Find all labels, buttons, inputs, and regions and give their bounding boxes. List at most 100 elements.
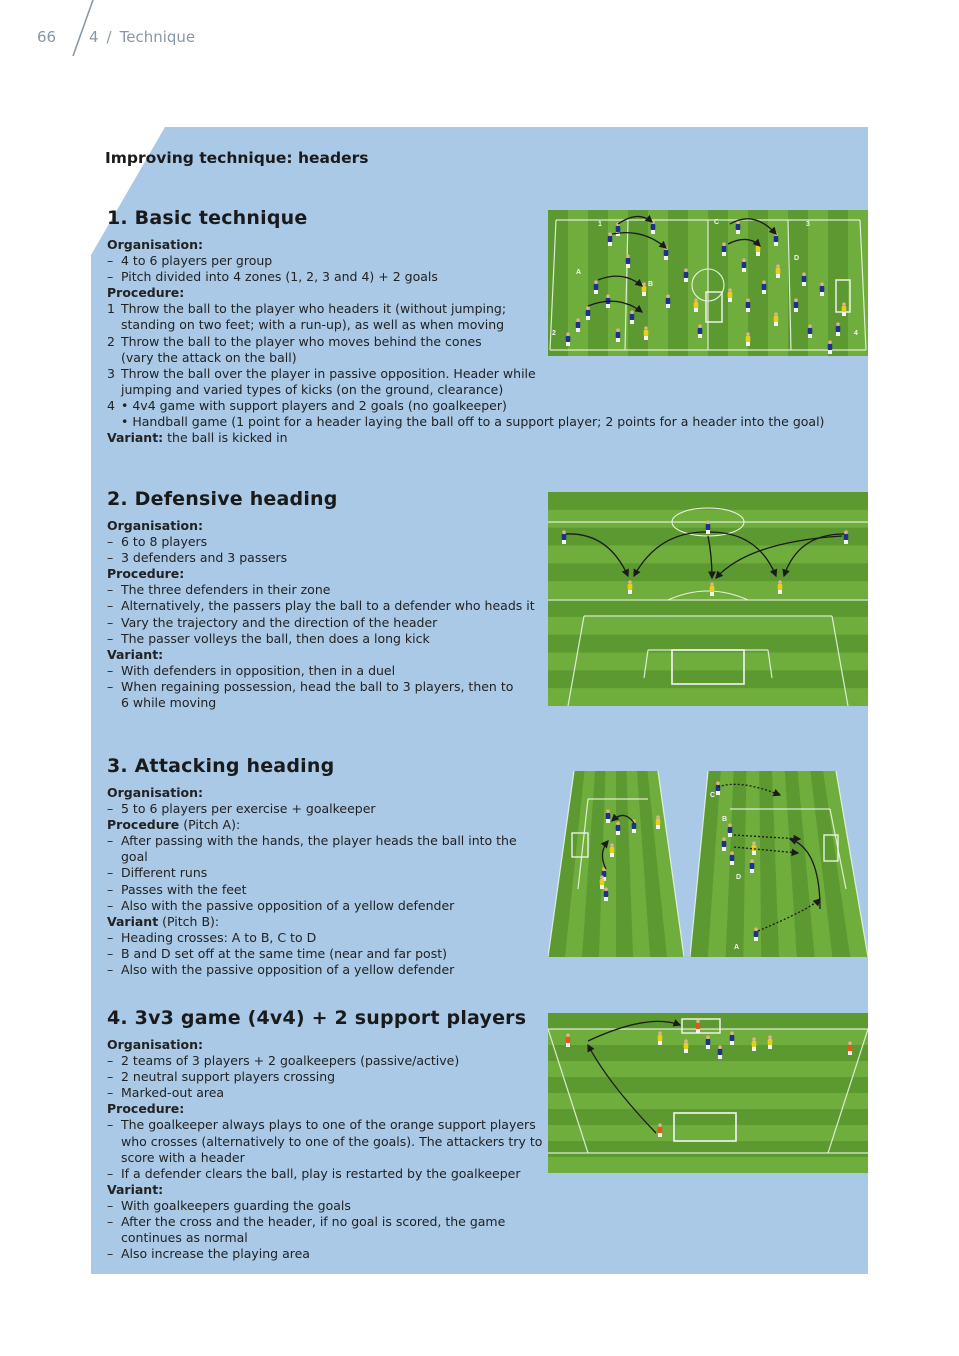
player-label: D: [794, 255, 799, 262]
player: [721, 242, 727, 256]
player: [721, 837, 727, 851]
dash-marker: –: [107, 253, 114, 269]
player-body: [749, 863, 755, 869]
player: [657, 1123, 663, 1137]
list-item: –The passer volleys the ball, then does …: [107, 631, 537, 647]
list-item-text: Pitch divided into 4 zones (1, 2, 3 and …: [121, 269, 438, 285]
player: [727, 288, 733, 302]
player-body: [721, 246, 727, 252]
player-head: [728, 288, 732, 292]
dash-marker: –: [107, 897, 114, 913]
player: [819, 282, 825, 296]
list-item-continuation: (vary the attack on the ball): [121, 349, 297, 365]
player-head: [820, 282, 824, 286]
player-legs: [762, 290, 766, 294]
player-legs: [658, 1041, 662, 1045]
player: [767, 1035, 773, 1049]
player: [735, 220, 741, 234]
trajectory-arrow: [633, 531, 707, 578]
player-body: [605, 813, 611, 819]
grass-stripe: [548, 599, 868, 617]
player-legs: [656, 825, 660, 829]
list-item: –Vary the trajectory and the direction o…: [107, 615, 537, 631]
player: [607, 232, 613, 246]
player-legs: [602, 877, 606, 881]
player-body: [741, 262, 747, 268]
list-item: –The three defenders in their zone: [107, 582, 537, 598]
player-head: [626, 254, 630, 258]
player-head: [606, 294, 610, 298]
player-head: [630, 310, 634, 314]
player-legs: [742, 268, 746, 272]
player-body: [819, 286, 825, 292]
trajectory-arrow: [600, 840, 609, 870]
player-head: [604, 887, 608, 891]
grass-stripe: [548, 1109, 868, 1125]
player-body: [643, 330, 649, 336]
dash-marker: –: [107, 614, 114, 630]
player: [709, 582, 715, 596]
player-body: [603, 891, 609, 897]
player-legs: [604, 897, 608, 901]
player: [705, 520, 711, 534]
player-head: [808, 324, 812, 328]
trajectory-arrow: [727, 238, 761, 247]
player-head: [684, 1039, 688, 1043]
player-body: [601, 871, 607, 877]
player-legs: [752, 851, 756, 855]
player-head: [754, 927, 758, 931]
list-item-text: If a defender clears the ball, play is r…: [121, 1165, 521, 1181]
player-legs: [728, 298, 732, 302]
player-body: [767, 1039, 773, 1045]
player-legs: [666, 304, 670, 308]
list-item-text: Throw the ball to the player who moves b…: [121, 333, 482, 349]
player-body: [775, 268, 781, 274]
player: [841, 302, 847, 316]
grass-stripe: [810, 771, 851, 957]
player-legs: [736, 230, 740, 234]
player: [749, 859, 755, 873]
trajectory-arrow: [617, 214, 653, 225]
player-legs: [586, 316, 590, 320]
player: [627, 580, 633, 594]
section-label: Organisation:: [107, 237, 203, 252]
list-item-text: Different runs: [121, 865, 208, 881]
player-head: [742, 258, 746, 262]
chapter-number: 4: [89, 28, 99, 46]
player: [717, 1045, 723, 1059]
trajectory-arrow: [611, 813, 635, 824]
player-legs: [651, 230, 655, 234]
player: [697, 324, 703, 338]
label-suffix: (Pitch B):: [158, 913, 220, 929]
trajectory-arrow: [733, 834, 802, 843]
panel-title: Improving technique: headers: [105, 149, 369, 167]
list-item-continuation: score with a header: [121, 1149, 245, 1165]
player-head: [616, 328, 620, 332]
player-legs: [642, 292, 646, 296]
player: [753, 927, 759, 941]
player: [745, 298, 751, 312]
player-body: [593, 284, 599, 290]
player-head: [848, 1041, 852, 1045]
player: [599, 875, 605, 889]
zone-label: 2: [552, 330, 556, 337]
player-head: [730, 1031, 734, 1035]
dash-marker: –: [107, 881, 114, 897]
goal: [823, 834, 839, 862]
player: [741, 258, 747, 272]
player-body: [585, 310, 591, 316]
player-body: [627, 584, 633, 590]
player-legs: [616, 232, 620, 236]
section-body: Organisation:–2 teams of 3 players + 2 g…: [107, 1037, 547, 1262]
player-head: [762, 280, 766, 284]
player: [575, 318, 581, 332]
player-head: [642, 282, 646, 286]
player-legs: [628, 590, 632, 594]
area-line: [548, 1028, 589, 1154]
list-item-text: Heading crosses: A to B, C to D: [121, 929, 317, 945]
section-title: 1. Basic technique: [107, 207, 308, 229]
player-legs: [698, 334, 702, 338]
section-label: Variant:: [107, 646, 164, 662]
